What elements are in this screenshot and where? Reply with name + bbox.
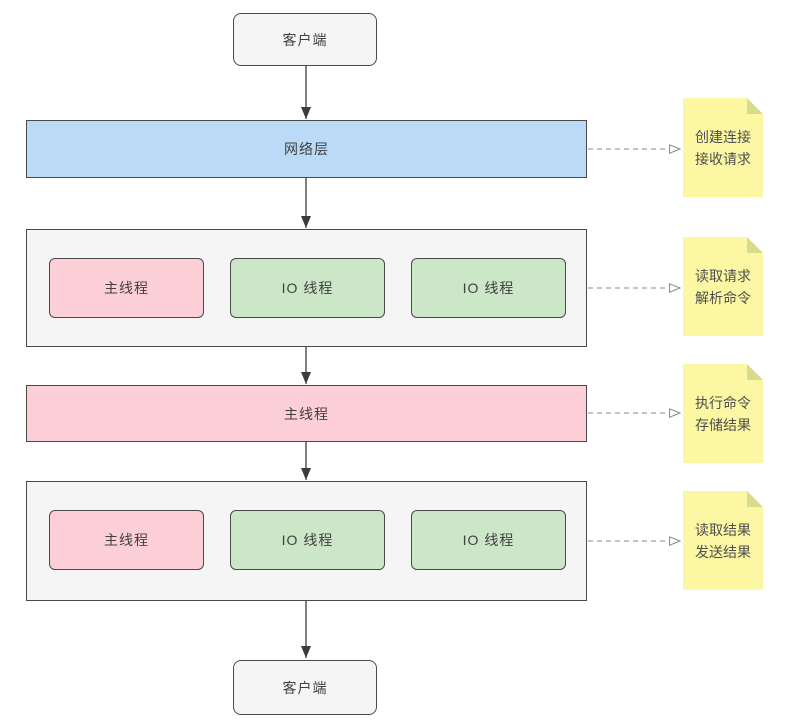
node-main-thread-bar: 主线程: [26, 385, 587, 442]
note-line: 读取结果: [695, 521, 751, 538]
node-network-layer-label: 网络层: [284, 141, 329, 157]
node-stage2-io-thread-2-label: IO 线程: [462, 532, 515, 548]
node-stage2-io-thread-1-label: IO 线程: [281, 532, 334, 548]
node-stage1-io-thread-1: IO 线程: [230, 258, 385, 318]
node-client-top-label: 客户端: [282, 31, 328, 48]
note-line: 解析命令: [695, 289, 751, 306]
note-line: 发送结果: [695, 543, 751, 560]
note-line: 创建连接: [695, 128, 751, 145]
group-threads-stage2: 主线程 IO 线程 IO 线程: [26, 481, 587, 601]
node-client-bottom-label: 客户端: [282, 679, 328, 696]
note-create-connection: 创建连接 接收请求: [683, 98, 763, 197]
node-stage2-main-thread: 主线程: [49, 510, 204, 570]
node-network-layer: 网络层: [26, 120, 587, 178]
node-stage2-io-thread-2: IO 线程: [411, 510, 566, 570]
node-stage1-main-thread-label: 主线程: [104, 280, 149, 296]
note-line: 执行命令: [695, 394, 751, 411]
node-client-top: 客户端: [233, 13, 377, 66]
note-read-request: 读取请求 解析命令: [683, 237, 763, 336]
note-execute-command: 执行命令 存储结果: [683, 364, 763, 463]
node-stage1-main-thread: 主线程: [49, 258, 204, 318]
group-threads-stage1: 主线程 IO 线程 IO 线程: [26, 229, 587, 347]
node-stage2-main-thread-label: 主线程: [104, 532, 149, 548]
node-main-thread-bar-label: 主线程: [284, 405, 329, 422]
note-line: 存储结果: [695, 416, 751, 433]
note-line: 接收请求: [695, 150, 751, 167]
node-stage1-io-thread-2: IO 线程: [411, 258, 566, 318]
node-stage1-io-thread-2-label: IO 线程: [462, 280, 515, 296]
node-stage1-io-thread-1-label: IO 线程: [281, 280, 334, 296]
node-client-bottom: 客户端: [233, 660, 377, 715]
node-stage2-io-thread-1: IO 线程: [230, 510, 385, 570]
note-line: 读取请求: [695, 267, 751, 284]
note-read-result: 读取结果 发送结果: [683, 491, 763, 590]
